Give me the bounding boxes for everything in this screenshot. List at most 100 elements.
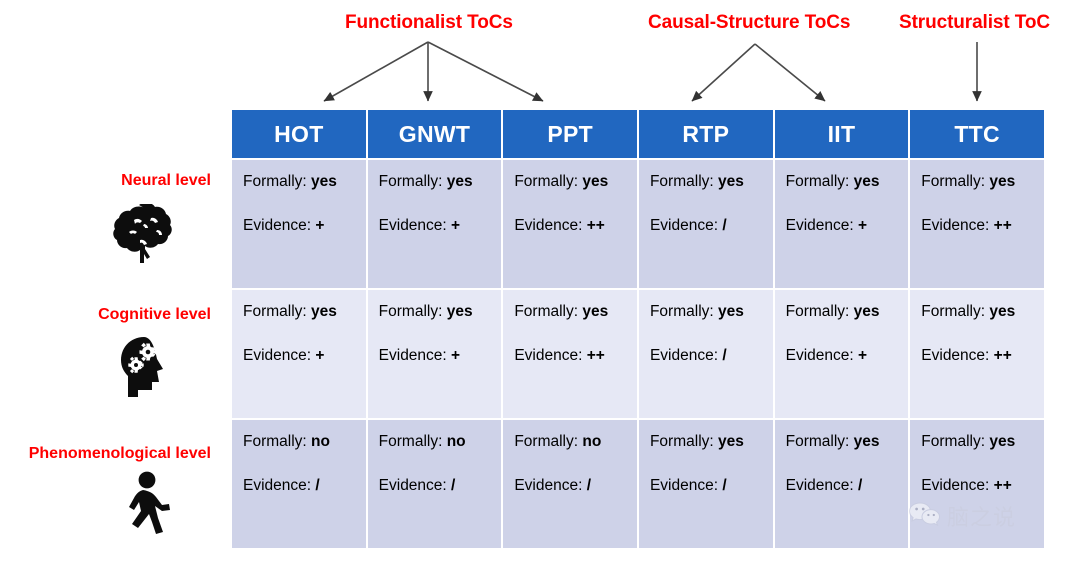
- cell-cognitive-ttc: Formally: yes Evidence: ++: [910, 290, 1044, 418]
- evidence-line: Evidence: /: [514, 476, 637, 494]
- head-gears-icon: [110, 333, 182, 403]
- cell-neural-gnwt: Formally: yes Evidence: +: [367, 160, 502, 288]
- evidence-line: Evidence: ++: [921, 216, 1044, 234]
- evidence-line: Evidence: /: [650, 477, 773, 494]
- formally-line: Formally: yes: [243, 174, 366, 190]
- cell-neural-ppt: Formally: yes Evidence: ++: [503, 160, 637, 288]
- cell-neural-hot: Formally: yes Evidence: +: [232, 160, 366, 288]
- evidence-line: Evidence: ++: [921, 476, 1044, 494]
- formally-line: Formally: yes: [650, 434, 773, 450]
- formally-label: Formally:: [649, 173, 714, 190]
- cell-phenomenological-iit: Formally: yes Evidence: /: [774, 420, 909, 548]
- arrow-group-functionalist: [323, 41, 544, 102]
- evidence-value: ++: [586, 346, 605, 364]
- formally-value: yes: [582, 303, 609, 320]
- column-header-ttc[interactable]: TTC: [910, 110, 1044, 158]
- formally-label: Formally:: [243, 433, 307, 450]
- formally-label: Formally:: [921, 433, 986, 450]
- evidence-value: /: [315, 476, 320, 494]
- formally-value: yes: [989, 303, 1016, 320]
- evidence-label: Evidence:: [785, 476, 854, 494]
- column-header-gnwt[interactable]: GNWT: [367, 110, 502, 158]
- evidence-value: +: [451, 216, 461, 234]
- group-label-causal-structure: Causal-Structure ToCs: [648, 12, 851, 33]
- evidence-line: Evidence: /: [650, 347, 773, 364]
- formally-value: yes: [311, 303, 337, 320]
- evidence-value: /: [722, 216, 727, 234]
- table-header-row: HOT GNWT PPT RTP IIT TTC: [232, 110, 1044, 158]
- column-header-ppt[interactable]: PPT: [503, 110, 637, 158]
- formally-line: Formally: no: [514, 434, 637, 450]
- evidence-value: +: [858, 346, 868, 364]
- formally-line: Formally: yes: [379, 304, 502, 320]
- column-header-hot[interactable]: HOT: [232, 110, 366, 158]
- group-label-functionalist: Functionalist ToCs: [345, 12, 513, 33]
- formally-line: Formally: yes: [514, 304, 637, 320]
- formally-value: yes: [853, 173, 880, 190]
- evidence-value: +: [315, 216, 325, 234]
- cell-cognitive-hot: Formally: yes Evidence: +: [232, 290, 366, 418]
- evidence-label: Evidence:: [649, 216, 719, 234]
- evidence-label: Evidence:: [378, 216, 447, 234]
- table-row-cognitive: Formally: yes Evidence: + Formally: yes …: [232, 290, 1044, 418]
- formally-label: Formally:: [649, 303, 714, 320]
- row-label-neural: Neural level: [121, 172, 211, 189]
- watermark-text: 脑之说: [947, 506, 1017, 531]
- formally-value: yes: [853, 303, 880, 320]
- table-row-phenomenological: Formally: no Evidence: / Formally: no Ev…: [232, 420, 1044, 548]
- formally-value: yes: [853, 433, 880, 450]
- cell-cognitive-rtp: Formally: yes Evidence: /: [638, 290, 773, 418]
- formally-label: Formally:: [378, 303, 443, 320]
- evidence-value: ++: [993, 216, 1012, 234]
- formally-label: Formally:: [785, 303, 850, 320]
- wechat-icon: [908, 501, 942, 532]
- formally-line: Formally: yes: [650, 174, 773, 190]
- formally-label: Formally:: [378, 433, 443, 450]
- cell-neural-ttc: Formally: yes Evidence: ++: [910, 160, 1044, 288]
- column-header-iit[interactable]: IIT: [774, 110, 909, 158]
- cell-cognitive-ppt: Formally: yes Evidence: ++: [503, 290, 637, 418]
- formally-line: Formally: yes: [379, 174, 502, 190]
- formally-value: yes: [582, 173, 609, 190]
- evidence-label: Evidence:: [243, 476, 312, 494]
- formally-value: no: [582, 433, 602, 450]
- formally-value: yes: [989, 433, 1016, 450]
- formally-value: no: [311, 433, 330, 450]
- evidence-label: Evidence:: [514, 216, 583, 234]
- evidence-label: Evidence:: [243, 216, 312, 234]
- evidence-label: Evidence:: [378, 476, 447, 494]
- arrow-group-causal-structure: [691, 43, 826, 102]
- formally-label: Formally:: [243, 173, 307, 190]
- cell-cognitive-gnwt: Formally: yes Evidence: +: [367, 290, 502, 418]
- formally-line: Formally: yes: [921, 304, 1044, 320]
- evidence-label: Evidence:: [378, 346, 447, 364]
- evidence-label: Evidence:: [514, 476, 583, 494]
- group-label-structuralist: Structuralist ToC: [899, 12, 1051, 33]
- evidence-line: Evidence: /: [378, 476, 502, 494]
- table-row-neural: Formally: yes Evidence: + Formally: yes …: [232, 160, 1044, 288]
- column-header-rtp[interactable]: RTP: [638, 110, 773, 158]
- formally-value: yes: [718, 433, 744, 450]
- brain-icon: [110, 200, 182, 270]
- evidence-value: +: [451, 346, 461, 364]
- theories-of-consciousness-matrix: HOT GNWT PPT RTP IIT TTC Formally: yes E…: [230, 108, 1046, 550]
- evidence-line: Evidence: /: [649, 216, 773, 234]
- formally-line: Formally: yes: [786, 174, 909, 190]
- formally-value: yes: [446, 173, 473, 190]
- evidence-value: +: [858, 216, 868, 234]
- evidence-line: Evidence: +: [785, 216, 909, 234]
- formally-line: Formally: yes: [650, 304, 773, 320]
- evidence-line: Evidence: /: [243, 476, 366, 494]
- evidence-line: Evidence: +: [786, 346, 909, 364]
- evidence-label: Evidence:: [921, 476, 990, 494]
- evidence-line: Evidence: +: [378, 346, 502, 364]
- formally-line: Formally: yes: [921, 434, 1044, 450]
- row-label-phenomenological: Phenomenological level: [28, 445, 211, 462]
- evidence-line: Evidence: ++: [921, 347, 1044, 364]
- evidence-value: +: [315, 346, 325, 364]
- formally-label: Formally:: [514, 433, 579, 450]
- evidence-value: /: [451, 476, 456, 494]
- evidence-label: Evidence:: [785, 216, 854, 234]
- evidence-line: Evidence: ++: [514, 346, 637, 364]
- walking-person-icon: [110, 470, 182, 540]
